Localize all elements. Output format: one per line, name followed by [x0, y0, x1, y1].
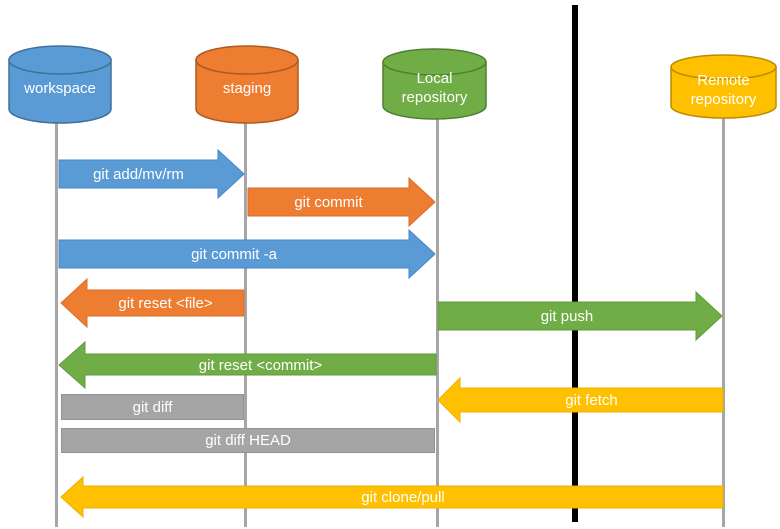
arrow-label: git clone/pull — [361, 488, 445, 506]
arrow-git-reset-file: git reset <file> — [60, 277, 245, 329]
node-local-repository: Local repository — [382, 48, 487, 120]
right-arrow-icon — [58, 148, 245, 200]
bar-git-diff: git diff — [61, 394, 244, 420]
bar-label: git diff — [132, 398, 173, 416]
arrow-label: git add/mv/rm — [93, 165, 184, 183]
node-label-remote-repository: Remote repository — [690, 71, 757, 108]
arrow-git-push: git push — [437, 290, 723, 342]
arrow-label: git reset <commit> — [198, 356, 323, 374]
right-arrow-icon — [247, 176, 436, 228]
arrow-label: git reset <file> — [118, 294, 213, 312]
remote-repository-lifeline — [722, 116, 725, 527]
arrow-git-add-mv-rm: git add/mv/rm — [58, 148, 245, 200]
arrow-label: git push — [540, 307, 594, 325]
database-cylinder-icon — [8, 45, 112, 124]
staging-lifeline — [244, 120, 247, 527]
node-staging: staging — [195, 45, 299, 124]
arrow-label: git commit — [294, 193, 363, 211]
node-label-local-repository: Local repository — [401, 69, 468, 106]
left-arrow-icon — [437, 376, 724, 424]
bar-label: git diff HEAD — [205, 432, 291, 449]
workspace-lifeline — [55, 120, 58, 527]
node-remote-repository: Remote repository — [670, 54, 777, 119]
left-arrow-icon — [60, 277, 245, 329]
bar-git-diff-head: git diff HEAD — [61, 428, 435, 453]
node-label-workspace: workspace — [24, 80, 96, 98]
database-cylinder-icon — [670, 54, 777, 119]
arrow-git-commit: git commit — [247, 176, 436, 228]
arrow-git-fetch: git fetch — [437, 376, 724, 424]
arrow-label: git commit -a — [191, 245, 277, 263]
bar-icon — [61, 394, 244, 420]
node-label-staging: staging — [222, 80, 272, 98]
node-workspace: workspace — [8, 45, 112, 124]
local-remote-divider — [572, 5, 578, 522]
left-arrow-icon — [58, 340, 437, 390]
arrow-git-commit-a: git commit -a — [58, 228, 436, 280]
arrow-label: git fetch — [565, 391, 618, 409]
left-arrow-icon — [60, 475, 724, 519]
arrow-git-reset-commit: git reset <commit> — [58, 340, 437, 390]
arrow-git-clone-pull: git clone/pull — [60, 475, 724, 519]
bar-icon — [61, 428, 435, 453]
right-arrow-icon — [437, 290, 723, 342]
database-cylinder-icon — [195, 45, 299, 124]
database-cylinder-icon — [382, 48, 487, 120]
right-arrow-icon — [58, 228, 436, 280]
